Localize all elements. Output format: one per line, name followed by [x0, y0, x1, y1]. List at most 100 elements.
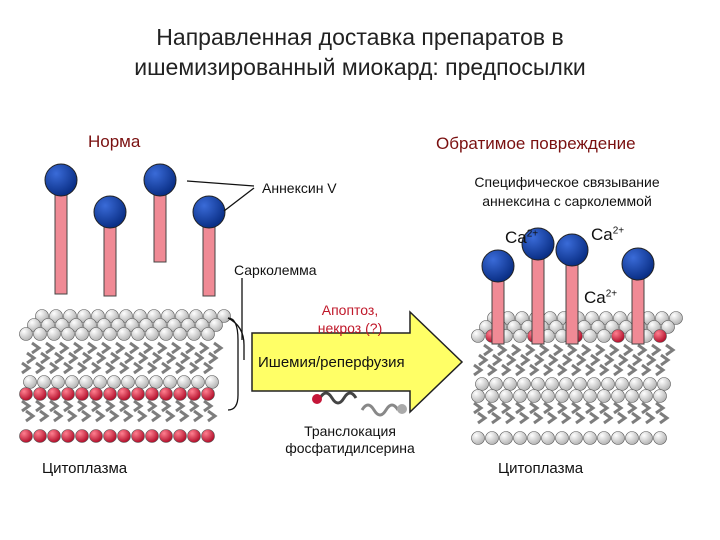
lipid-tail	[193, 409, 204, 423]
cytoplasm-label-right: Цитоплазма	[498, 460, 584, 477]
lipid-tail	[109, 409, 120, 423]
lipid-tail	[95, 409, 106, 423]
lipid-head	[499, 389, 513, 403]
lipid-tail	[39, 409, 50, 423]
lipid-tail	[511, 343, 522, 357]
lipid-tail	[557, 401, 568, 415]
lipid-tail	[665, 343, 676, 357]
lipid-head-red	[131, 429, 145, 443]
lipid-head-red	[653, 431, 667, 445]
lipid-head	[205, 375, 219, 389]
ps-head-2	[397, 404, 407, 414]
title-line-2: ишемизированный миокард: предпосылки	[134, 54, 586, 80]
lipid-head	[643, 377, 657, 391]
lipid-tail	[119, 361, 130, 375]
lipid-head	[597, 389, 611, 403]
lipid-tail	[77, 361, 88, 375]
lipid-tail	[81, 409, 92, 423]
lipid-head	[471, 389, 485, 403]
lipid-head	[541, 389, 555, 403]
lipid-head	[653, 389, 667, 403]
ischemia-label: Ишемия/реперфузия	[256, 354, 407, 371]
annexin-label: Аннексин V	[262, 180, 337, 196]
lipid-head-red	[611, 431, 625, 445]
lipid-head-red	[103, 387, 117, 401]
lipid-tail	[21, 399, 32, 413]
lipid-head	[615, 377, 629, 391]
lipid-head	[513, 389, 527, 403]
lipid-head-red	[471, 431, 485, 445]
lipid-tail	[161, 399, 172, 413]
calcium-label-1: Ca2+	[505, 228, 539, 247]
lipid-tail	[175, 399, 186, 413]
lipid-tail	[627, 363, 638, 377]
lipid-head-red	[103, 429, 117, 443]
lipid-tail	[623, 343, 634, 357]
lipid-tail	[627, 401, 638, 415]
lipid-tail	[91, 399, 102, 413]
lipid-head	[601, 377, 615, 391]
lipid-head	[471, 329, 485, 343]
lipid-tail	[207, 409, 218, 423]
lipid-tail	[553, 343, 564, 357]
lipid-tail	[147, 361, 158, 375]
lipid-tail	[655, 363, 666, 377]
lipid-tail	[199, 341, 210, 355]
lipid-tail	[105, 361, 116, 375]
lipid-head	[531, 377, 545, 391]
lipid-tail	[487, 363, 498, 377]
lipid-head	[149, 375, 163, 389]
lipid-head	[201, 327, 215, 341]
lipid-head-red	[201, 429, 215, 443]
lipid-tail	[631, 411, 642, 425]
lipid-head-red	[541, 431, 555, 445]
lipid-tail	[491, 411, 502, 425]
lipid-tail	[651, 343, 662, 357]
ps-head-1	[312, 394, 322, 404]
lipid-head	[37, 375, 51, 389]
injury-header: Обратимое повреждение	[436, 134, 636, 153]
lipid-tail	[477, 411, 488, 425]
lipid-head	[583, 389, 597, 403]
lipid-tail	[561, 411, 572, 425]
lipid-head	[661, 320, 675, 334]
lipid-head	[545, 377, 559, 391]
lipid-head	[587, 377, 601, 391]
lipid-tail	[539, 343, 550, 357]
lipid-tail	[660, 353, 671, 367]
lipid-tail	[529, 401, 540, 415]
lipid-tail	[543, 401, 554, 415]
lipid-tail	[589, 411, 600, 425]
lipid-tail	[655, 401, 666, 415]
lipid-tail	[575, 411, 586, 425]
lipid-tail	[645, 411, 656, 425]
lipid-tail	[576, 353, 587, 367]
lipid-tail	[63, 399, 74, 413]
lipid-head	[177, 375, 191, 389]
lipid-tail	[143, 341, 154, 355]
annexin-pins-normal	[44, 163, 226, 297]
lipid-head	[33, 327, 47, 341]
lipid-tail	[641, 401, 652, 415]
lipid-tail	[77, 399, 88, 413]
lipid-tail	[180, 351, 191, 365]
lipid-tail	[54, 351, 65, 365]
lipid-tail	[165, 409, 176, 423]
apoptosis-label-1: Апоптоз,	[321, 302, 379, 318]
lipid-tail	[91, 361, 102, 375]
lipid-tail	[473, 401, 484, 415]
specific-binding-label-1: Специфическое связывание	[474, 174, 660, 190]
lipid-head	[517, 377, 531, 391]
lipid-head	[191, 375, 205, 389]
lipid-tail	[67, 409, 78, 423]
lipid-tail	[63, 361, 74, 375]
lipid-tail	[613, 363, 624, 377]
lipid-head	[569, 389, 583, 403]
lipid-tail	[646, 353, 657, 367]
lipid-head-red	[499, 431, 513, 445]
lipid-head	[625, 389, 639, 403]
membrane-bracket	[227, 317, 239, 411]
lipid-head-red	[47, 387, 61, 401]
lipid-tail	[604, 353, 615, 367]
